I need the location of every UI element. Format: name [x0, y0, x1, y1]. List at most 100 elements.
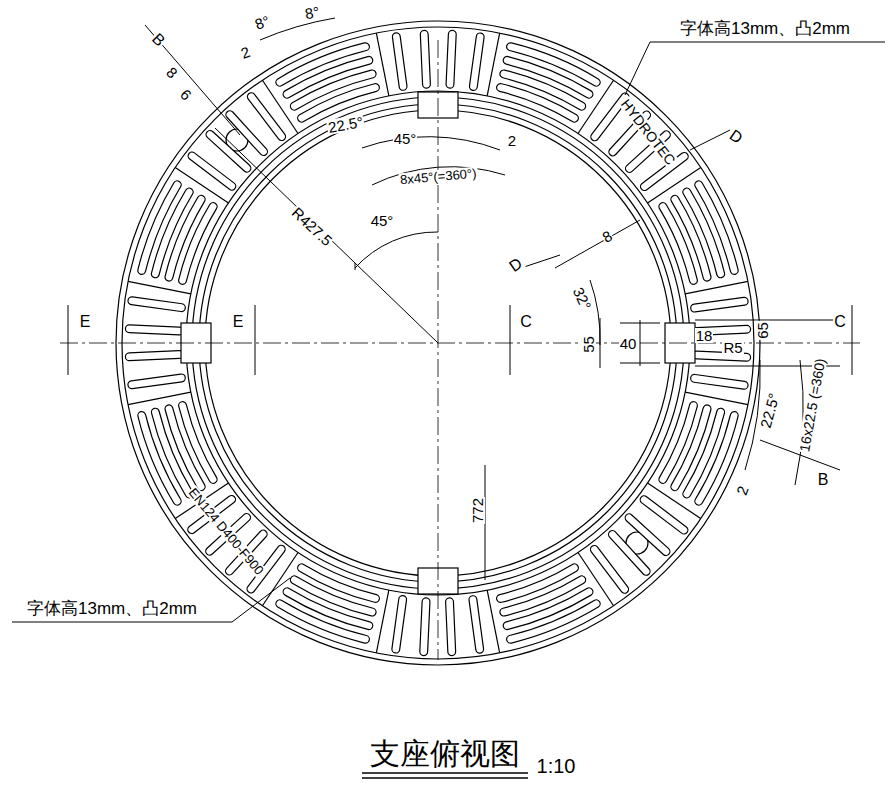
dimension: 2	[507, 133, 517, 148]
slot	[132, 378, 182, 385]
slot	[287, 60, 369, 94]
slot	[644, 500, 684, 530]
rib	[376, 33, 388, 96]
slot	[280, 47, 366, 83]
slot	[210, 134, 247, 168]
angle-dim: 8°	[303, 3, 322, 21]
slot	[450, 602, 452, 652]
angle-dim: 22.5°	[758, 390, 782, 430]
slot	[510, 604, 596, 640]
slot	[280, 47, 366, 83]
slot	[473, 600, 480, 650]
radius-dim: R427.5	[288, 203, 335, 248]
slot	[129, 329, 179, 331]
dimension: 40	[619, 336, 638, 351]
dimension: 65	[755, 321, 770, 340]
slot	[510, 604, 596, 640]
slot	[473, 37, 480, 87]
slot	[450, 34, 452, 84]
angle-dim: 45°	[393, 131, 418, 146]
section-mark: B	[148, 30, 168, 50]
dimension: 8	[163, 63, 181, 81]
slot	[210, 134, 247, 168]
dimension: 2	[733, 483, 751, 498]
slot	[424, 602, 426, 652]
angle-dim: 45°	[370, 213, 395, 228]
slot	[155, 412, 189, 494]
slot	[687, 192, 721, 274]
note-text: 字体高13mm、凸2mm	[679, 20, 851, 37]
slot	[507, 60, 589, 94]
slot	[396, 600, 403, 650]
slot	[699, 185, 735, 271]
note-text: 字体高13mm、凸2mm	[26, 600, 198, 617]
slot	[280, 604, 366, 640]
slot	[396, 600, 403, 650]
slot	[687, 412, 721, 494]
slot	[450, 602, 452, 652]
rib	[685, 281, 748, 293]
title-underline	[362, 773, 528, 778]
dimension: 55	[581, 335, 596, 354]
angle-dim: 8°	[252, 12, 272, 32]
slot	[142, 415, 178, 501]
center-lines	[60, 40, 860, 660]
angle-dim: 22.5°	[326, 113, 365, 134]
slot	[507, 592, 589, 626]
slot	[287, 592, 369, 626]
slot	[287, 60, 369, 94]
section-mark: C	[519, 314, 533, 330]
slot	[697, 355, 747, 357]
section-mark: D	[726, 127, 746, 148]
leader-lines	[12, 42, 885, 622]
dimension: 6	[177, 85, 195, 103]
slot	[507, 60, 589, 94]
slot	[695, 378, 745, 385]
slot	[129, 355, 179, 357]
angle-dim: 32°	[570, 284, 594, 313]
slot	[612, 534, 646, 571]
section-mark: E	[79, 314, 92, 330]
slot	[629, 518, 666, 552]
section-mark: B	[817, 472, 830, 488]
slot	[132, 301, 182, 308]
slot	[629, 518, 666, 552]
section-mark: D	[506, 255, 526, 276]
slot	[142, 415, 178, 501]
slot	[129, 329, 179, 331]
radius-dim: R5	[722, 340, 743, 355]
dimension: 18	[695, 328, 714, 343]
rib	[128, 392, 191, 404]
slot	[192, 156, 232, 186]
slot	[424, 34, 426, 84]
slot	[699, 415, 735, 501]
slot	[192, 156, 232, 186]
slot	[280, 604, 366, 640]
drawing-title: 支座俯视图	[370, 737, 520, 770]
slot	[396, 37, 403, 87]
slot	[473, 37, 480, 87]
section-mark: C	[833, 314, 847, 330]
slot	[230, 115, 264, 152]
slot	[132, 301, 182, 308]
slot	[142, 185, 178, 271]
scale-text: 1:10	[536, 756, 577, 776]
slot	[230, 115, 264, 152]
slot	[155, 192, 189, 274]
slot	[695, 378, 745, 385]
slot	[450, 34, 452, 84]
slot	[129, 355, 179, 357]
slot	[424, 34, 426, 84]
dimension: 2	[238, 43, 253, 61]
slot	[287, 592, 369, 626]
slot	[473, 600, 480, 650]
slot	[699, 415, 735, 501]
dimension-lines	[68, 18, 852, 580]
slot	[510, 47, 596, 83]
section-mark: E	[232, 314, 245, 330]
slot	[699, 185, 735, 271]
angle-dim: 8x45°(=360°)	[398, 166, 477, 186]
slot	[644, 500, 684, 530]
slot	[155, 412, 189, 494]
slot	[612, 534, 646, 571]
